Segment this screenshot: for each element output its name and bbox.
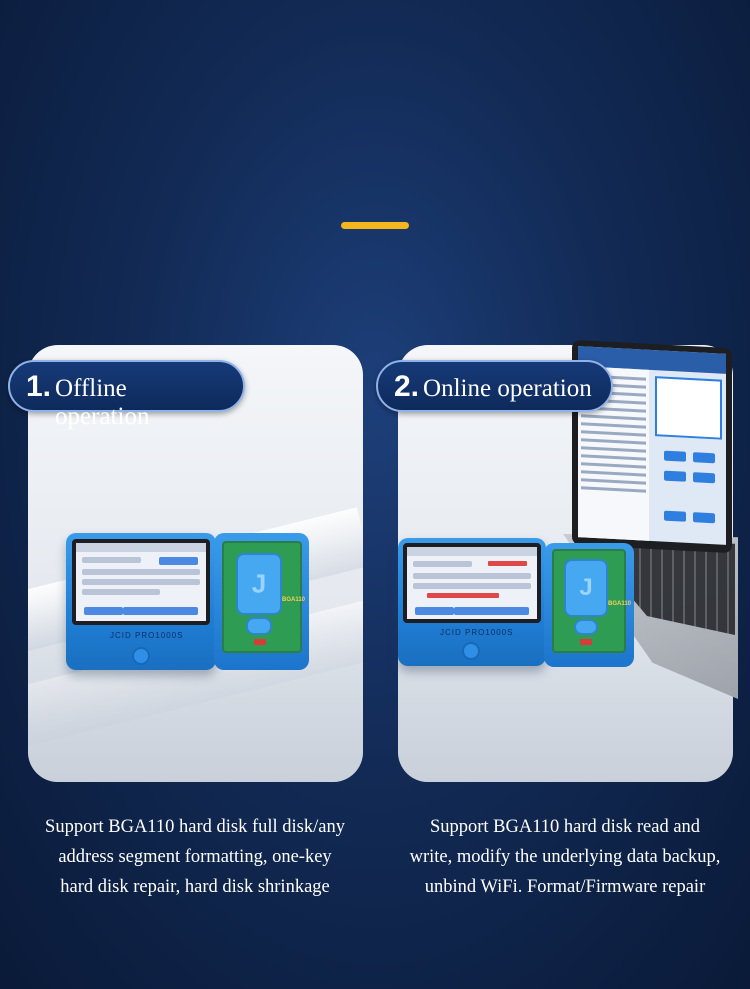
section-2-number: 2. xyxy=(394,370,420,403)
chip-socket: J xyxy=(236,553,282,615)
caption-line: unbind WiFi. Format/Firmware repair xyxy=(424,877,706,897)
chip-dock: J BGA110 xyxy=(214,533,309,670)
device-label: JCID PRO1000S xyxy=(110,631,184,640)
section-1-heading: 1. Offline operation xyxy=(8,360,245,430)
chip-dock-online: J BGA110 xyxy=(544,543,634,667)
caption-line: Support BGA110 hard disk read and xyxy=(429,817,701,837)
section-1-number: 1. xyxy=(26,370,52,403)
section-2-title: Online operation xyxy=(423,375,592,402)
section-1-title: Offline operation xyxy=(55,375,150,430)
programmer-device: JCID PRO1000S xyxy=(66,533,216,670)
caption-line: hard disk repair, hard disk shrinkage xyxy=(60,877,330,897)
device-screen-online xyxy=(407,547,537,619)
caption-line: Support BGA110 hard disk full disk/any xyxy=(45,817,345,837)
section-2-heading: 2. Online operation xyxy=(376,360,613,412)
socket-logo: J xyxy=(251,568,267,599)
bga110-board-online: J BGA110 xyxy=(552,549,631,653)
chip-socket-online: J xyxy=(564,559,608,617)
socket-logo-online: J xyxy=(579,574,593,601)
home-button-online xyxy=(462,642,480,660)
home-button xyxy=(132,647,150,665)
device-screen xyxy=(76,543,206,621)
section-2-caption: Support BGA110 hard disk read and write,… xyxy=(380,812,750,902)
device-label-online: JCID PRO1000S xyxy=(440,628,514,637)
bga110-board: J BGA110 xyxy=(222,541,306,653)
section-1-caption: Support BGA110 hard disk full disk/any a… xyxy=(10,812,380,902)
accent-divider xyxy=(341,222,409,229)
programmer-device-online: JCID PRO1000S xyxy=(398,538,546,666)
board-label-online: BGA110 xyxy=(608,601,632,607)
caption-line: address segment formatting, one-key xyxy=(58,847,332,867)
caption-line: write, modify the underlying data backup… xyxy=(409,847,721,867)
socket-latch xyxy=(246,617,272,635)
board-label: BGA110 xyxy=(282,597,306,603)
